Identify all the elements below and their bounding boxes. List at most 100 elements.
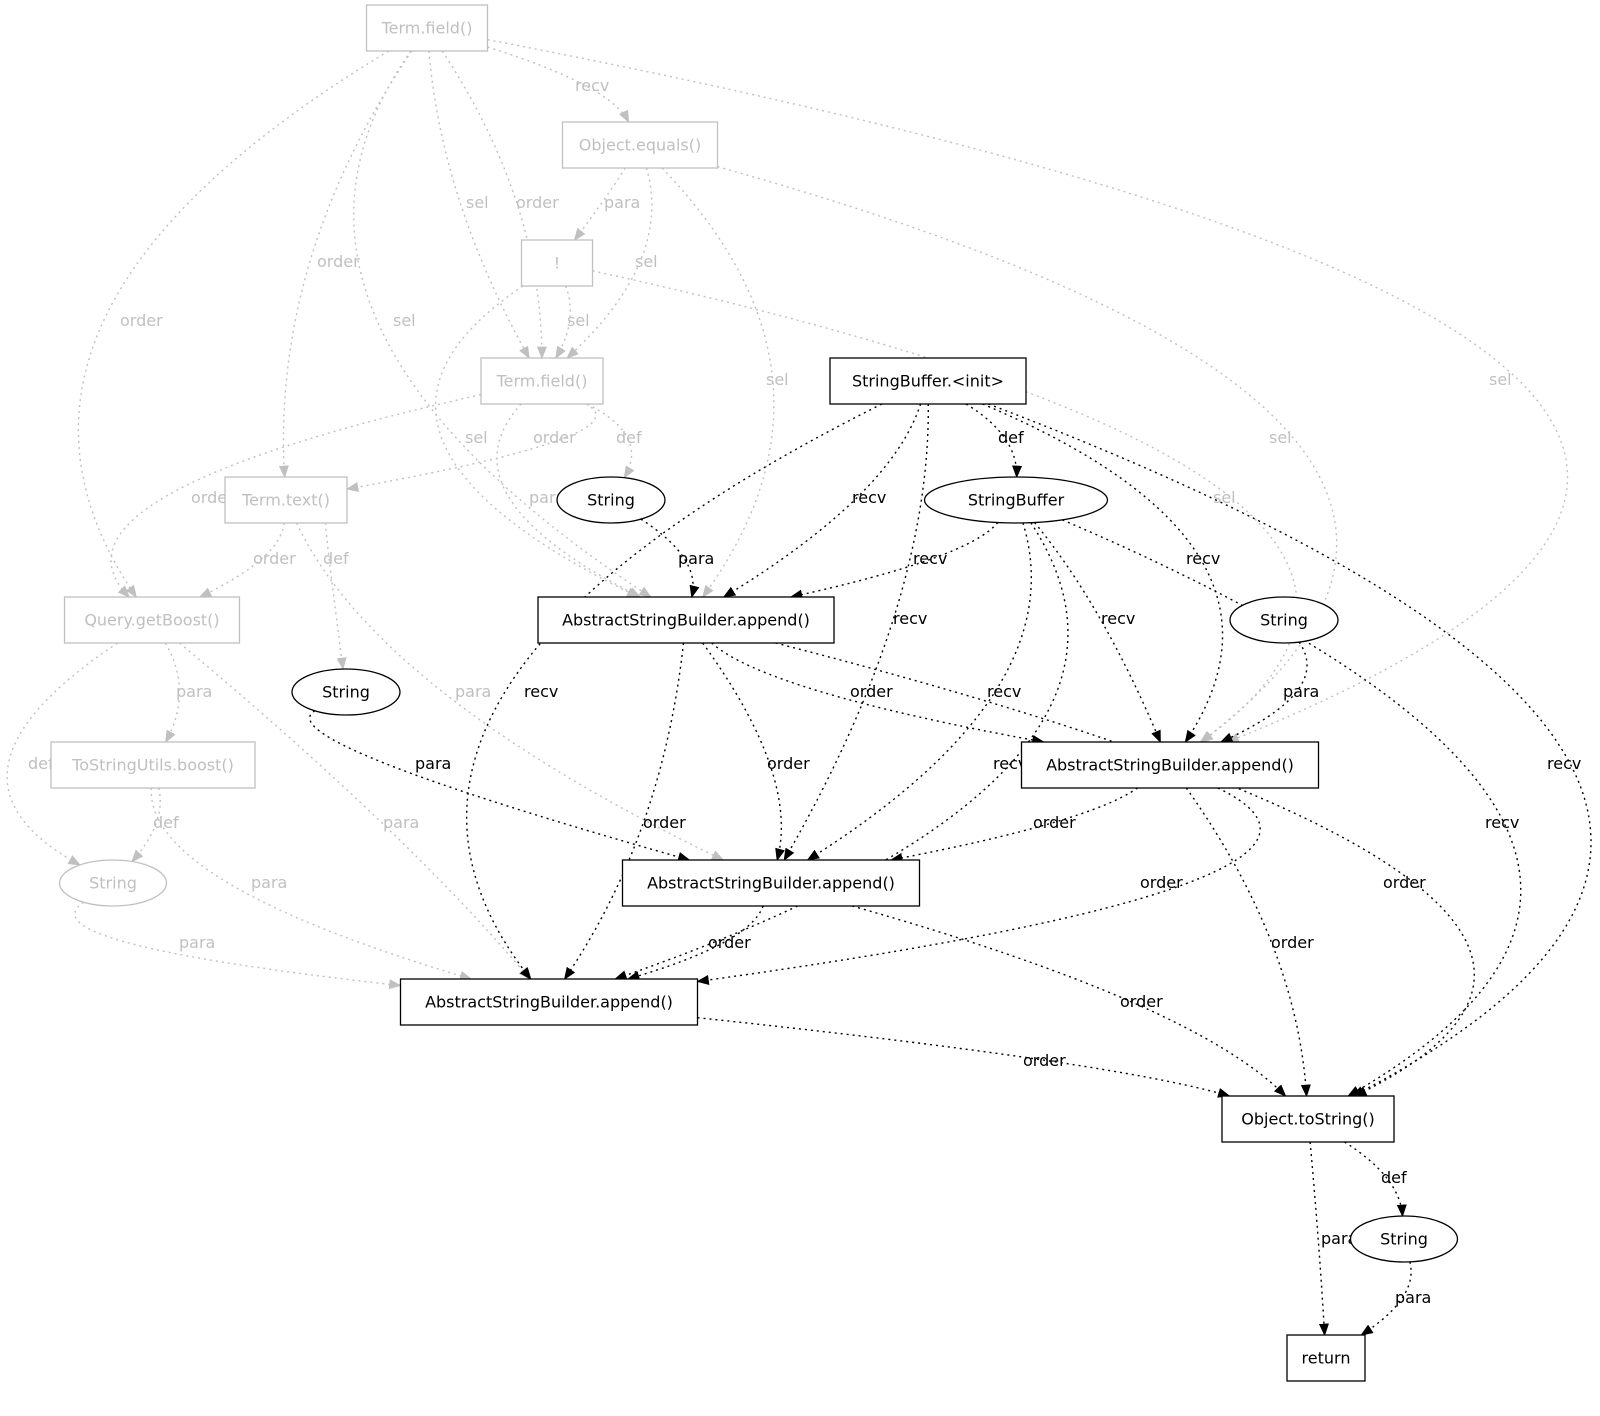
node-label: String (322, 683, 370, 702)
edge-line (487, 38, 1569, 743)
node-string[interactable]: String (1229, 596, 1339, 644)
node-abstractstringbuilder-append[interactable]: AbstractStringBuilder.append() (537, 596, 835, 644)
node-label: AbstractStringBuilder.append() (1046, 756, 1294, 775)
edge-label: def (323, 549, 349, 568)
edge-recv-n5-n14: recv (982, 403, 1224, 744)
node-query-getboost[interactable]: Query.getBoost() (63, 596, 241, 644)
node-[interactable]: ! (520, 239, 594, 287)
edge-order-n4-n6: order (345, 403, 597, 493)
edge-line (573, 167, 626, 242)
node-string[interactable]: String (291, 668, 401, 716)
edge-line (587, 403, 635, 479)
node-stringbuffer[interactable]: StringBuffer (923, 476, 1109, 524)
edge-line (324, 522, 347, 671)
edge-label: order (317, 252, 360, 271)
node-return[interactable]: return (1286, 1334, 1366, 1382)
edge-label: para (604, 193, 640, 212)
edge-recv-n8-n17: recv (614, 522, 1069, 981)
node-string[interactable]: String (58, 859, 168, 907)
edge-para-n2-n3: para (573, 167, 640, 242)
edge-label: def (28, 754, 54, 773)
node-term-field[interactable]: Term.field() (480, 357, 604, 405)
node-abstractstringbuilder-append[interactable]: AbstractStringBuilder.append() (399, 978, 699, 1026)
edge-label: def (616, 428, 642, 447)
node-ellipse (556, 476, 666, 524)
edge-label: def (153, 813, 179, 832)
edge-line (722, 403, 922, 598)
edge-def-n4-n7: def (587, 403, 642, 479)
node-ellipse (923, 476, 1109, 524)
edge-label: order (253, 549, 296, 568)
node-label: String (1260, 611, 1308, 630)
edge-label: recv (1186, 549, 1220, 568)
edge-sel-n3-n14: sel (592, 270, 1298, 743)
edge-line (626, 905, 764, 981)
edge-label: sel (466, 193, 489, 212)
node-label: Term.field() (381, 19, 473, 38)
edge-def-n6-n12: def (323, 522, 349, 671)
edge-order-n16-n17: order (626, 905, 764, 981)
node-term-field[interactable]: Term.field() (365, 4, 489, 52)
edge-line (789, 522, 999, 600)
node-abstractstringbuilder-append[interactable]: AbstractStringBuilder.append() (1020, 741, 1320, 789)
edge-label: recv (1101, 609, 1135, 628)
edge-line (1062, 519, 1522, 1097)
edge-order-n1-n9: order (77, 50, 390, 599)
edge-line (711, 642, 1045, 745)
node-tostringutils-boost[interactable]: ToStringUtils.boost() (50, 741, 256, 789)
edge-line (198, 522, 285, 598)
edge-label: order (1271, 933, 1314, 952)
node-box (63, 596, 241, 644)
node-object-tostring[interactable]: Object.toString() (1221, 1095, 1395, 1143)
node-string[interactable]: String (1349, 1215, 1459, 1263)
edge-order-n16-n18: order (851, 905, 1287, 1097)
edge-para-n9-n13: para (164, 642, 212, 744)
edge-line (661, 167, 775, 599)
edge-def-n13-n15: def (131, 787, 179, 863)
edge-label: para (251, 873, 287, 892)
node-string[interactable]: String (556, 476, 666, 524)
edge-sel-n1-n10: sel (353, 50, 652, 598)
node-box (1020, 741, 1320, 789)
node-box (561, 121, 719, 169)
edge-label: order (643, 813, 686, 832)
edge-label: order (120, 311, 163, 330)
node-abstractstringbuilder-append[interactable]: AbstractStringBuilder.append() (621, 859, 921, 907)
edge-order-n10-n17: order (563, 642, 686, 981)
edge-para-n7-n10: para (640, 518, 714, 599)
edge-def-n5-n8: def (965, 403, 1024, 479)
edge-line (592, 270, 1298, 743)
edge-line (555, 285, 571, 360)
edge-label: recv (575, 76, 609, 95)
edge-line (435, 285, 640, 598)
node-label: ! (554, 254, 560, 273)
node-label: ToStringUtils.boost() (71, 756, 234, 775)
node-box (1286, 1334, 1366, 1382)
node-label: Term.field() (496, 372, 588, 391)
node-box (829, 357, 1027, 405)
edge-label: sel (567, 311, 590, 330)
node-box (480, 357, 604, 405)
edge-recv-n5-n18: recv (988, 403, 1592, 1097)
node-stringbuffer-init[interactable]: StringBuffer.<init> (829, 357, 1027, 405)
edge-recv-n5-n10: recv (722, 403, 922, 598)
edge-line (563, 642, 685, 981)
edge-label: sel (393, 311, 416, 330)
edge-label: sel (465, 428, 488, 447)
node-box (621, 859, 921, 907)
edge-sel-n2-n4: sel (566, 167, 658, 359)
node-label: Term.text() (241, 491, 330, 510)
node-label: return (1302, 1349, 1351, 1368)
edge-label: order (1120, 992, 1163, 1011)
edge-label: para (383, 813, 419, 832)
node-object-equals[interactable]: Object.equals() (561, 121, 719, 169)
node-term-text[interactable]: Term.text() (224, 476, 348, 524)
edge-line (1034, 522, 1161, 744)
edge-label: recv (987, 682, 1021, 701)
edge-line (614, 522, 1069, 981)
edge-line (496, 403, 642, 598)
edge-para-n4-n10: para (496, 403, 642, 598)
edge-recv-n1-n2: recv (487, 46, 630, 124)
node-label: String (1380, 1230, 1428, 1249)
